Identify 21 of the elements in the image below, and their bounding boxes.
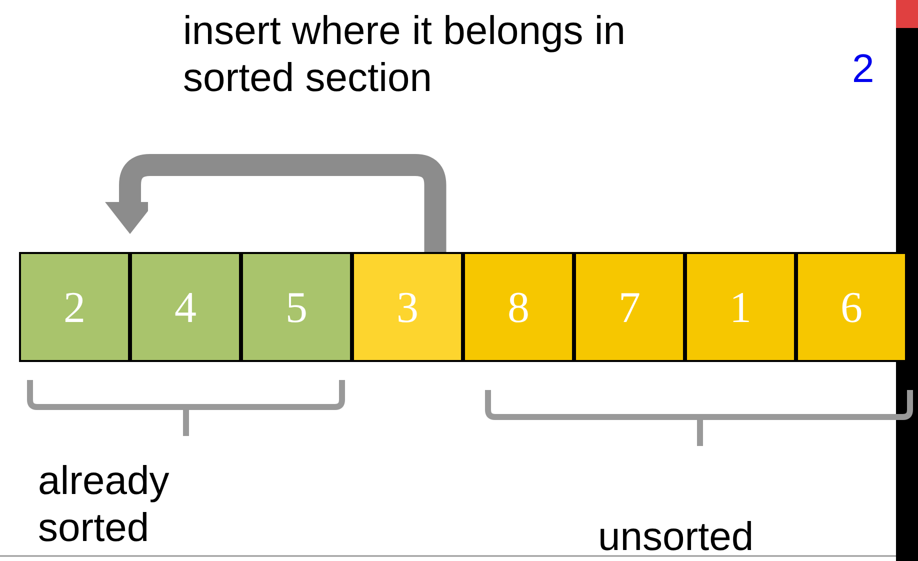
array-cell <box>130 252 241 362</box>
array-cell <box>574 252 685 362</box>
array-cell <box>352 252 463 362</box>
cell-value: 2 <box>64 282 86 332</box>
group-label: unsorted <box>598 514 755 561</box>
arrow <box>105 154 446 252</box>
array-cell <box>241 252 352 362</box>
cell-value: 3 <box>396 282 418 332</box>
array-cell <box>463 252 574 362</box>
array-cell <box>796 252 907 362</box>
instruction-text: insert where it belongs in sorted section <box>183 8 626 102</box>
slide-number: 2 <box>852 46 876 93</box>
cell-value: 6 <box>840 282 862 332</box>
cell-value: 4 <box>174 282 196 332</box>
cell-value: 1 <box>730 282 752 332</box>
array-cell <box>19 252 130 362</box>
array-cell <box>685 252 796 362</box>
cell-value: 5 <box>286 282 308 332</box>
cell-value: 8 <box>508 282 530 332</box>
group-label: already sorted <box>38 458 170 552</box>
cell-value: 7 <box>618 282 640 332</box>
